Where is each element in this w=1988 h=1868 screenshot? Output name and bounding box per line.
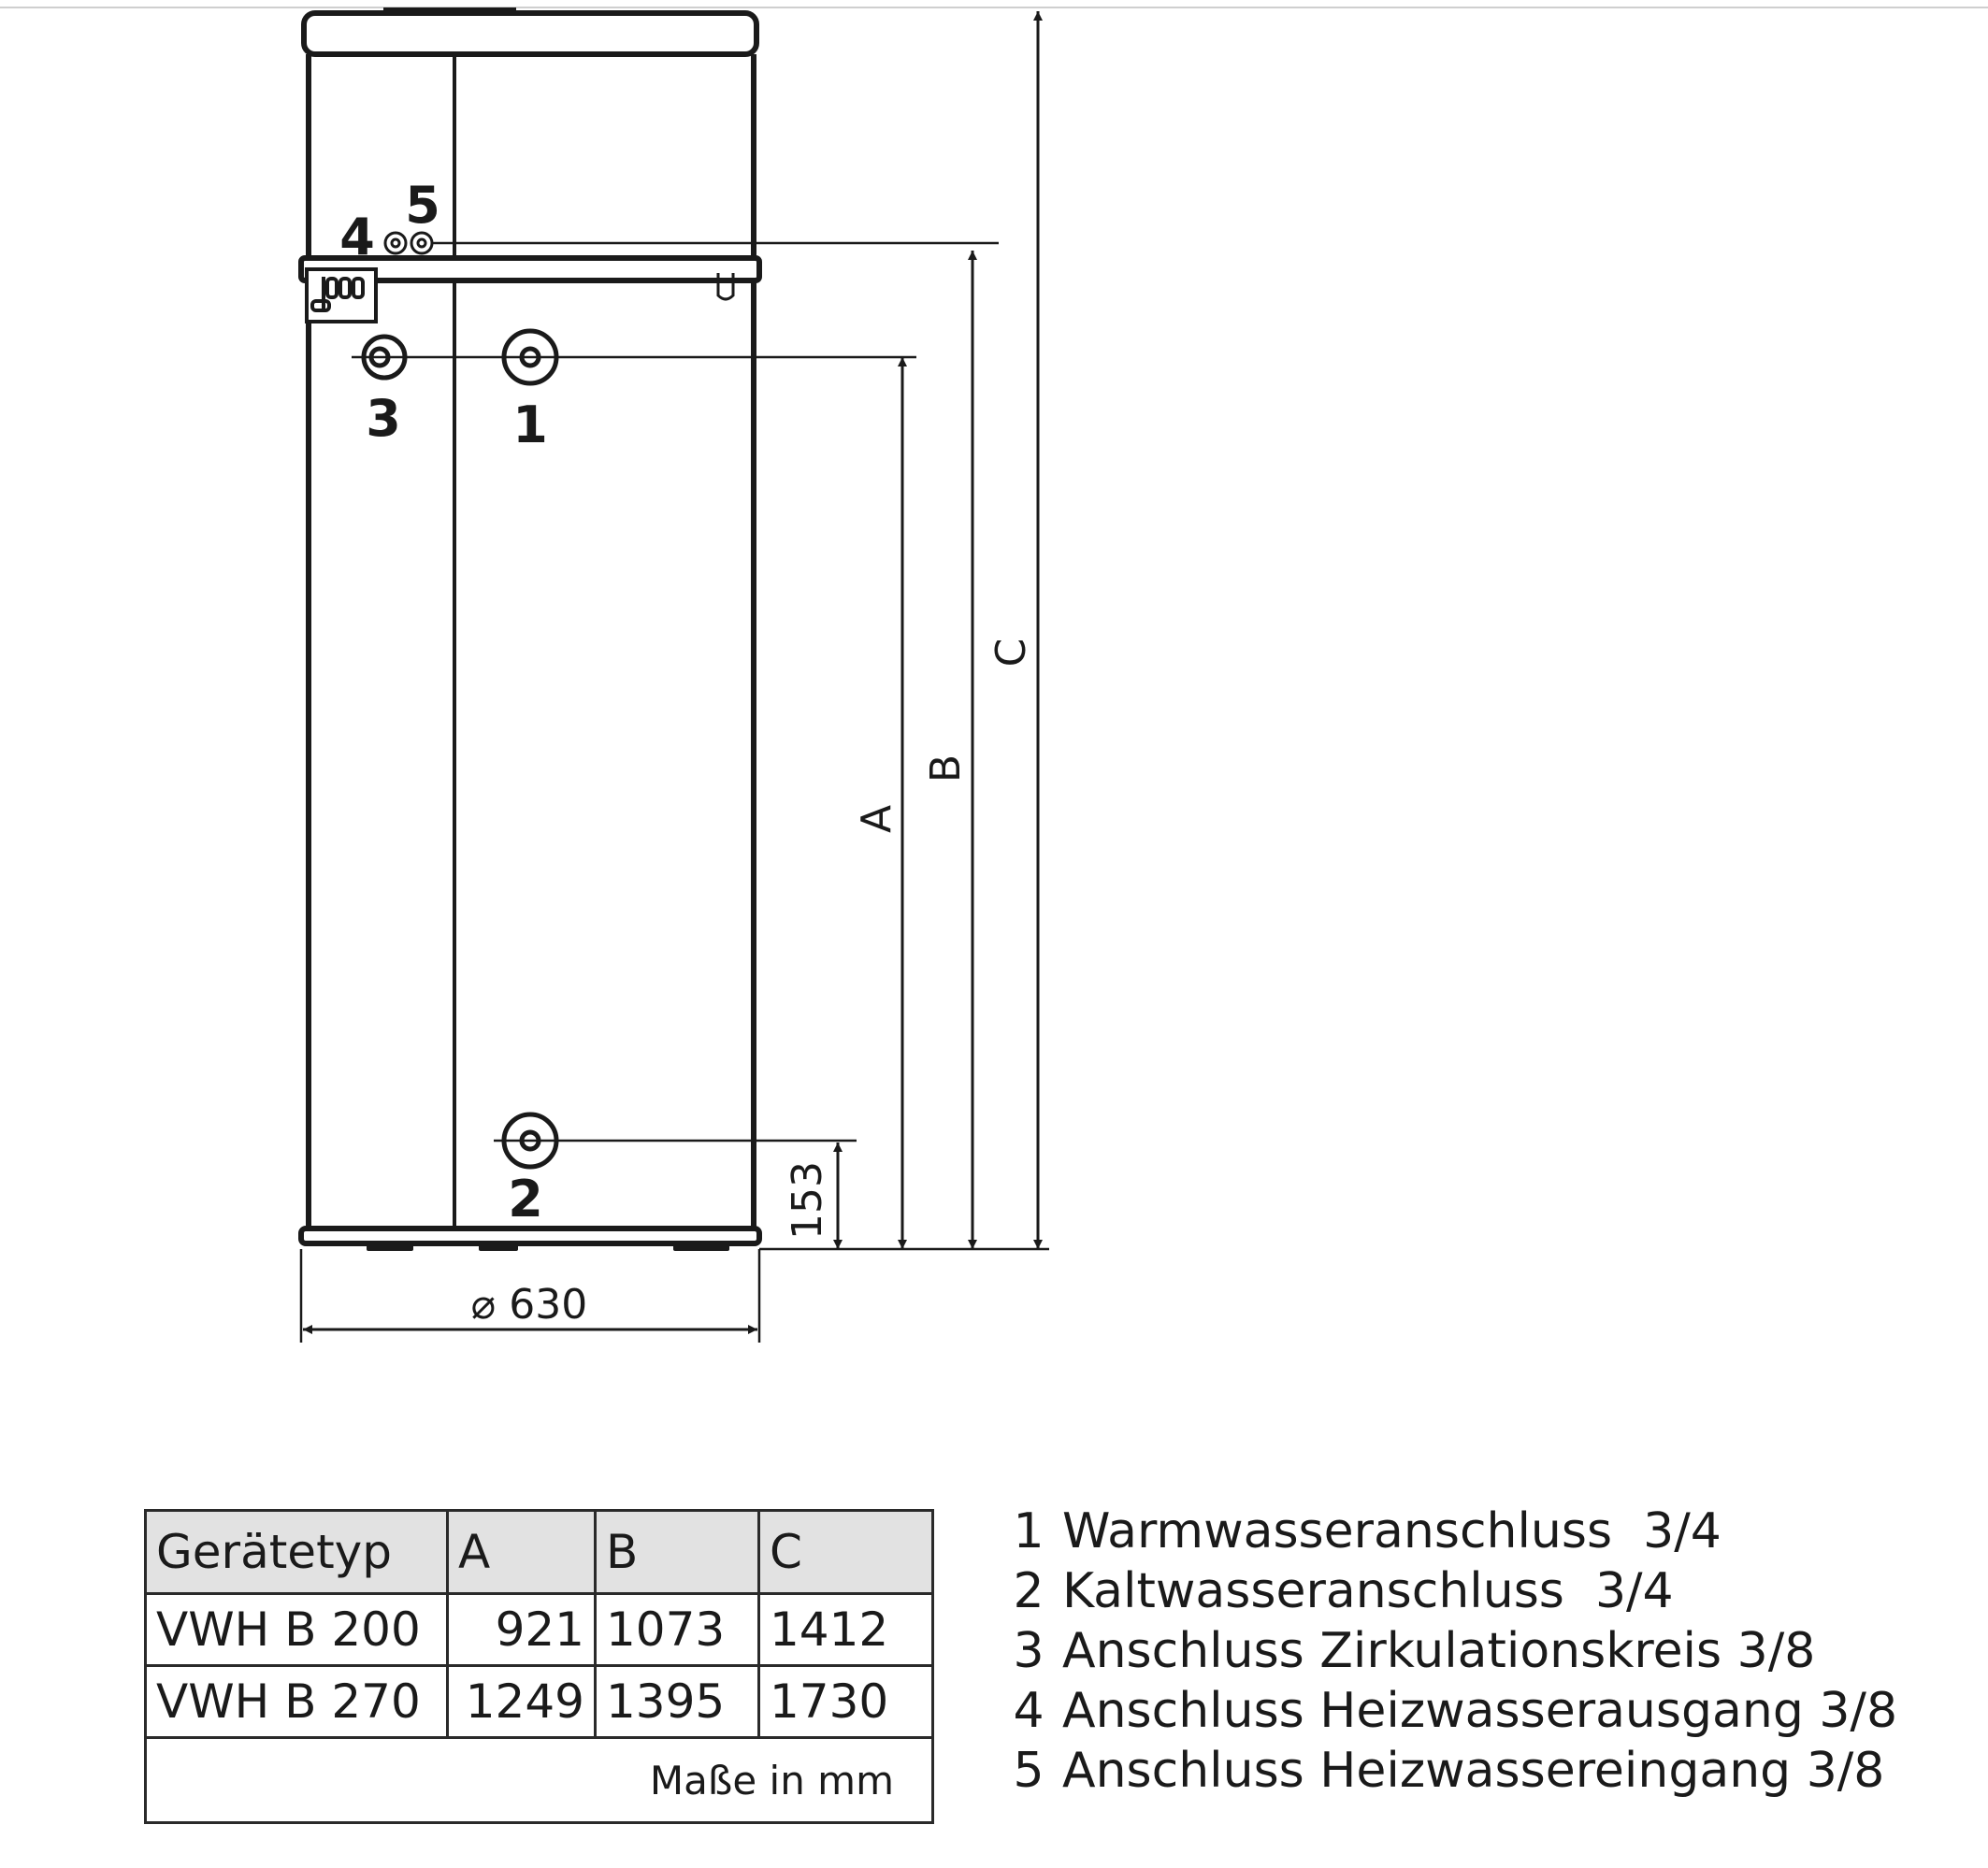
tank-band — [298, 255, 762, 283]
legend-item: 2 Kaltwasseranschluss 3/4 — [999, 1561, 1897, 1621]
legend-item: 4 Anschluss Heizwasserausgang 3/8 — [999, 1681, 1897, 1741]
legend-number: 4 — [1013, 1683, 1044, 1739]
dimension-label-153: 153 — [784, 1161, 831, 1240]
table-units-row: Maße in mm — [144, 1736, 934, 1824]
legend-text: Anschluss Heizwassereingang 3/8 — [1062, 1743, 1885, 1799]
legend-number: 3 — [1013, 1623, 1044, 1679]
legend-item: 1 Warmwasseranschluss 3/4 — [999, 1502, 1897, 1561]
legend-item: 3 Anschluss Zirkulationskreis 3/8 — [999, 1621, 1897, 1681]
callout-5: 5 — [405, 176, 440, 235]
control-box-icon — [305, 267, 378, 323]
tank-feet — [367, 1243, 729, 1251]
dimension-label-a: A — [853, 805, 900, 833]
heating-outlet-icon — [383, 231, 408, 255]
table-row: VWH B 270 1249 1395 1730 — [144, 1664, 934, 1739]
dimension-label-b: B — [922, 754, 970, 783]
tank-base — [298, 1226, 762, 1246]
callout-1: 1 — [512, 395, 548, 454]
cell-c: 1730 — [757, 1664, 934, 1739]
cell-type: VWH B 200 — [144, 1592, 449, 1667]
cell-type: VWH B 270 — [144, 1664, 449, 1739]
table-header-row: Gerätetyp A B C — [144, 1509, 934, 1595]
tank-top-cap — [301, 10, 759, 57]
band-clip — [716, 273, 735, 301]
callout-3: 3 — [366, 389, 401, 448]
extension-lines — [299, 241, 1049, 1343]
dimension-lines — [303, 10, 1043, 1334]
dimension-label-c: C — [987, 639, 1035, 668]
header-c: C — [757, 1509, 934, 1595]
legend-number: 5 — [1013, 1743, 1044, 1799]
callout-4: 4 — [339, 208, 375, 266]
legend-text: Warmwasseranschluss 3/4 — [1062, 1503, 1721, 1559]
cell-a: 921 — [446, 1592, 597, 1667]
cell-a: 1249 — [446, 1664, 597, 1739]
legend-item: 5 Anschluss Heizwassereingang 3/8 — [999, 1741, 1897, 1801]
legend-text: Kaltwasseranschluss 3/4 — [1062, 1563, 1674, 1619]
cell-b: 1395 — [594, 1664, 760, 1739]
legend-number: 1 — [1013, 1503, 1044, 1559]
legend-text: Anschluss Zirkulationskreis 3/8 — [1062, 1623, 1816, 1679]
connection-legend: 1 Warmwasseranschluss 3/4 2 Kaltwasseransc… — [999, 1502, 1897, 1801]
heating-inlet-icon — [410, 231, 434, 255]
tank-body — [298, 7, 762, 1246]
units-note: Maße in mm — [144, 1736, 934, 1824]
header-geraetetyp: Gerätetyp — [144, 1509, 449, 1595]
header-a: A — [446, 1509, 597, 1595]
callout-2: 2 — [508, 1170, 543, 1229]
table-row: VWH B 200 921 1073 1412 — [144, 1592, 934, 1667]
header-b: B — [594, 1509, 760, 1595]
legend-text: Anschluss Heizwasserausgang 3/8 — [1062, 1683, 1898, 1739]
cell-c: 1412 — [757, 1592, 934, 1667]
diameter-label: ⌀ 630 — [471, 1281, 587, 1329]
dimensions-table: Gerätetyp A B C VWH B 200 921 1073 1412 … — [144, 1509, 934, 1824]
legend-number: 2 — [1013, 1563, 1044, 1619]
cell-b: 1073 — [594, 1592, 760, 1667]
